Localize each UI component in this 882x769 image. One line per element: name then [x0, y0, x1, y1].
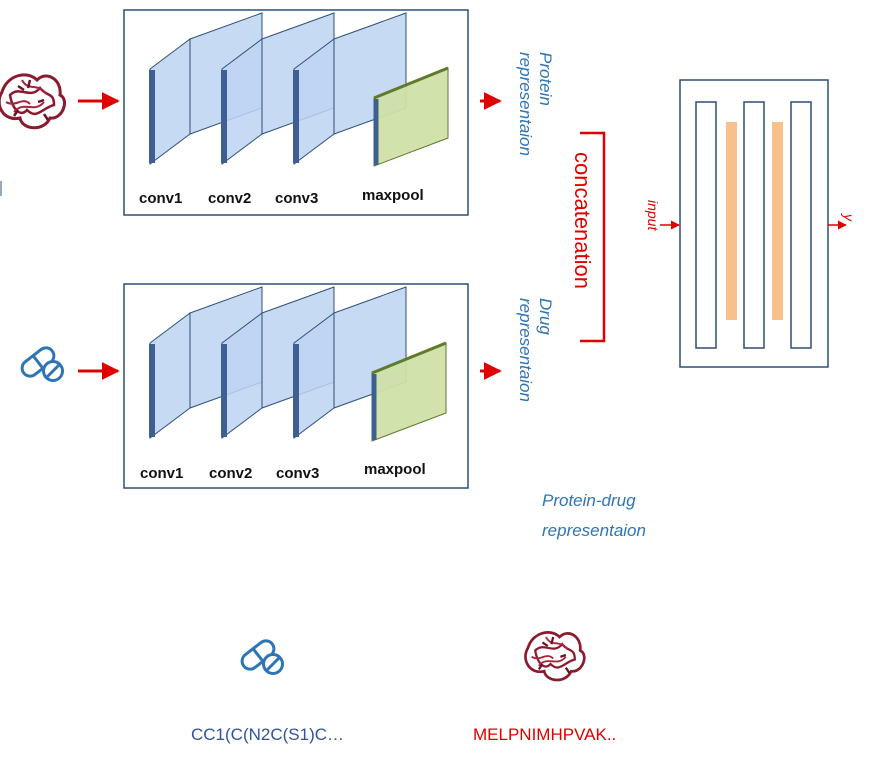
protein-sequence-text: MELPNIMHPVAK..: [473, 725, 616, 744]
drug-label-conv2: conv2: [209, 465, 252, 482]
protein-label-conv3: conv3: [275, 190, 318, 207]
drug-input-icon: [17, 343, 64, 382]
fc-layer-3: [790, 101, 812, 349]
drug-representation-label-2: representaion: [516, 298, 535, 402]
drug-label-conv3: conv3: [276, 465, 319, 482]
protein-drug-representation-label: Protein-drug: [542, 491, 636, 510]
fc-output-label: y: [841, 213, 857, 222]
drug-layer-maxpool: [371, 341, 447, 442]
fc-layer-1: [695, 101, 717, 349]
concatenation-bracket: [580, 131, 606, 343]
concatenation-label: concatenation: [570, 152, 595, 289]
protein-representation-label: Protein: [536, 52, 555, 106]
protein-structure-icon: [524, 631, 586, 682]
drug-label-maxpool: maxpool: [364, 461, 426, 478]
fc-layer-2: [743, 101, 765, 349]
protein-label-conv2: conv2: [208, 190, 251, 207]
drug-label-conv1: conv1: [140, 465, 183, 482]
fc-dropout-1: [726, 122, 737, 320]
drug-smiles-icon: [237, 636, 284, 675]
protein-layer-maxpool: [373, 66, 449, 167]
protein-drug-representation-label-2: representaion: [542, 521, 646, 540]
fc-dropout-2: [772, 122, 783, 320]
protein-representation-label-2: representaion: [516, 52, 535, 156]
drug-smiles-text: CC1(C(N2C(S1)C…: [191, 725, 344, 744]
drug-representation-label: Drug: [536, 298, 555, 335]
protein-label-conv1: conv1: [139, 190, 182, 207]
fc-input-label: input: [645, 200, 661, 231]
protein-input-icon: [0, 73, 67, 130]
protein-label-maxpool: maxpool: [362, 187, 424, 204]
